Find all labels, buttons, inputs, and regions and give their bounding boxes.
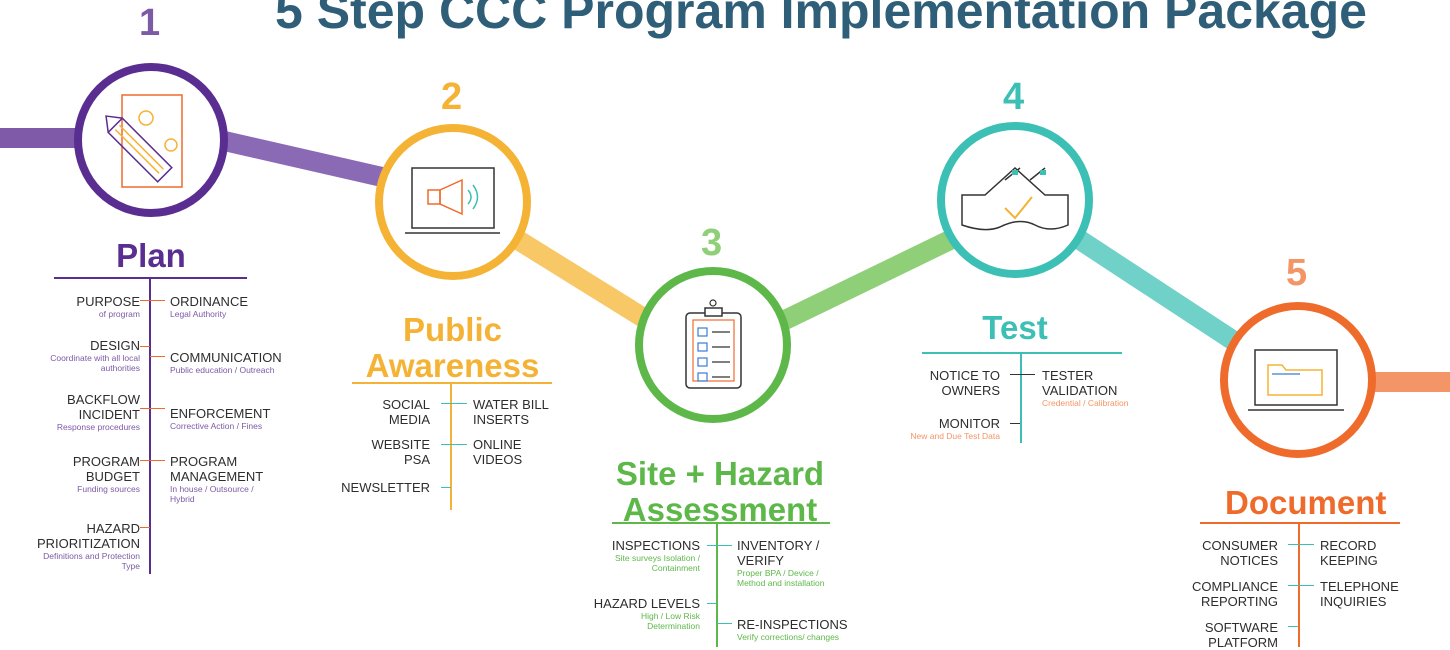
step-3-heading: Site + Hazard Assessment	[605, 456, 835, 528]
page-title: 5 Step CCC Program Implementation Packag…	[275, 0, 1367, 39]
step-4-heading: Test	[982, 309, 1048, 346]
test-connector	[1010, 374, 1035, 375]
awareness-item-online-videos: ONLINE VIDEOS	[473, 437, 523, 467]
step-3-heading-line2: Assessment	[622, 491, 818, 528]
step-5-divider	[1200, 522, 1400, 524]
step-3-divider	[612, 522, 830, 524]
step-2-heading-line1: Public	[402, 311, 503, 348]
step-3-number: 3	[701, 222, 723, 264]
awareness-item-water-bill-inserts: WATER BILL INSERTS	[473, 397, 549, 427]
site-item-hazard-levels: HAZARD LEVELS High / Low Risk Determinat…	[593, 596, 700, 631]
step-3-circle	[635, 267, 791, 423]
step-5-circle	[1220, 302, 1376, 458]
path-segment-3-4	[780, 231, 955, 329]
path-segment-1-2	[217, 130, 398, 190]
plan-connector	[140, 300, 165, 301]
document-item-compliance-reporting: COMPLIANCE REPORTING	[1192, 579, 1278, 609]
document-item-software-platform: SOFTWARE PLATFORM	[1204, 620, 1278, 650]
plan-item-ordinance: ORDINANCE Legal Authority	[170, 294, 249, 319]
step-2-divider	[352, 382, 552, 384]
step-5-heading: Document	[1225, 484, 1387, 521]
test-item-tester-validation: TESTER VALIDATION Credential / Calibrati…	[1042, 368, 1129, 408]
awareness-connector	[441, 487, 451, 488]
plan-item-program-budget: PROGRAM BUDGET Funding sources	[72, 454, 140, 494]
step-4-stem	[1020, 353, 1022, 443]
plan-connector	[140, 346, 150, 347]
step-1-number: 1	[139, 2, 161, 44]
awareness-connector	[441, 403, 467, 404]
test-connector	[1010, 423, 1020, 424]
step-5-number: 5	[1286, 252, 1308, 294]
awareness-connector	[441, 444, 467, 445]
plan-item-hazard-prioritization: HAZARD PRIORITIZATION Definitions and Pr…	[36, 521, 140, 571]
step-2-heading-line2: Awareness	[365, 347, 540, 384]
test-item-monitor: MONITOR New and Due Test Data	[910, 416, 1000, 441]
site-item-re-inspections: RE-INSPECTIONS Verify corrections/ chang…	[737, 617, 848, 642]
awareness-item-website-psa: WEBSITE PSA	[371, 437, 430, 467]
step-4-circle	[937, 122, 1093, 278]
test-item-notice-to-owners: NOTICE TO OWNERS	[929, 368, 1000, 398]
site-connector	[707, 603, 717, 604]
path-segment-4-5	[1074, 231, 1246, 354]
step-2-heading: Public Awareness	[350, 312, 555, 384]
backflow-valve-check-icon	[961, 166, 1069, 231]
plan-item-program-management: PROGRAM MANAGEMENT In house / Outsource …	[170, 454, 264, 504]
path-segment-2-3	[504, 226, 661, 334]
document-connector	[1288, 544, 1314, 545]
document-item-consumer-notices: CONSUMER NOTICES	[1202, 538, 1278, 568]
plan-connector	[140, 460, 165, 461]
step-1-stem	[149, 278, 151, 574]
step-2-circle	[375, 124, 531, 280]
plan-item-communication: COMMUNICATION Public education / Outreac…	[170, 350, 282, 375]
step-1-circle	[74, 63, 228, 217]
site-connector	[707, 545, 732, 546]
step-4-divider	[922, 352, 1122, 354]
step-1-heading: Plan	[116, 237, 186, 274]
plan-item-purpose: PURPOSE of program	[76, 294, 140, 319]
document-connector	[1288, 585, 1314, 586]
step-3-heading-line1: Site + Hazard	[615, 455, 825, 492]
plan-connector	[140, 408, 165, 409]
step-3-stem	[716, 523, 718, 647]
document-connector	[1288, 626, 1298, 627]
laptop-folder-icon	[1248, 349, 1344, 411]
awareness-item-social-media: SOCIAL MEDIA	[382, 397, 430, 427]
awareness-item-newsletter: NEWSLETTER	[341, 480, 430, 495]
site-item-inspections: INSPECTIONS Site surveys Isolation / Con…	[611, 538, 700, 573]
plan-item-design: DESIGN Coordinate with all local authori…	[50, 338, 140, 373]
site-connector	[717, 623, 732, 624]
step-4-number: 4	[1003, 76, 1025, 118]
megaphone-icon	[405, 167, 500, 234]
plan-connector	[140, 527, 150, 528]
plan-connector	[150, 356, 165, 357]
site-item-inventory-verify: INVENTORY / VERIFY Proper BPA / Device /…	[737, 538, 825, 588]
document-item-telephone-inquiries: TELEPHONE INQUIRIES	[1320, 579, 1399, 609]
clipboard-checklist-icon	[685, 299, 742, 389]
pencil-gear-icon	[105, 94, 183, 188]
plan-item-backflow-incident: BACKFLOW INCIDENT Response procedures	[56, 392, 140, 432]
document-item-record-keeping: RECORD KEEPING	[1320, 538, 1378, 568]
step-2-number: 2	[441, 76, 463, 118]
step-2-stem	[450, 383, 452, 510]
plan-item-enforcement: ENFORCEMENT Corrective Action / Fines	[170, 406, 271, 431]
